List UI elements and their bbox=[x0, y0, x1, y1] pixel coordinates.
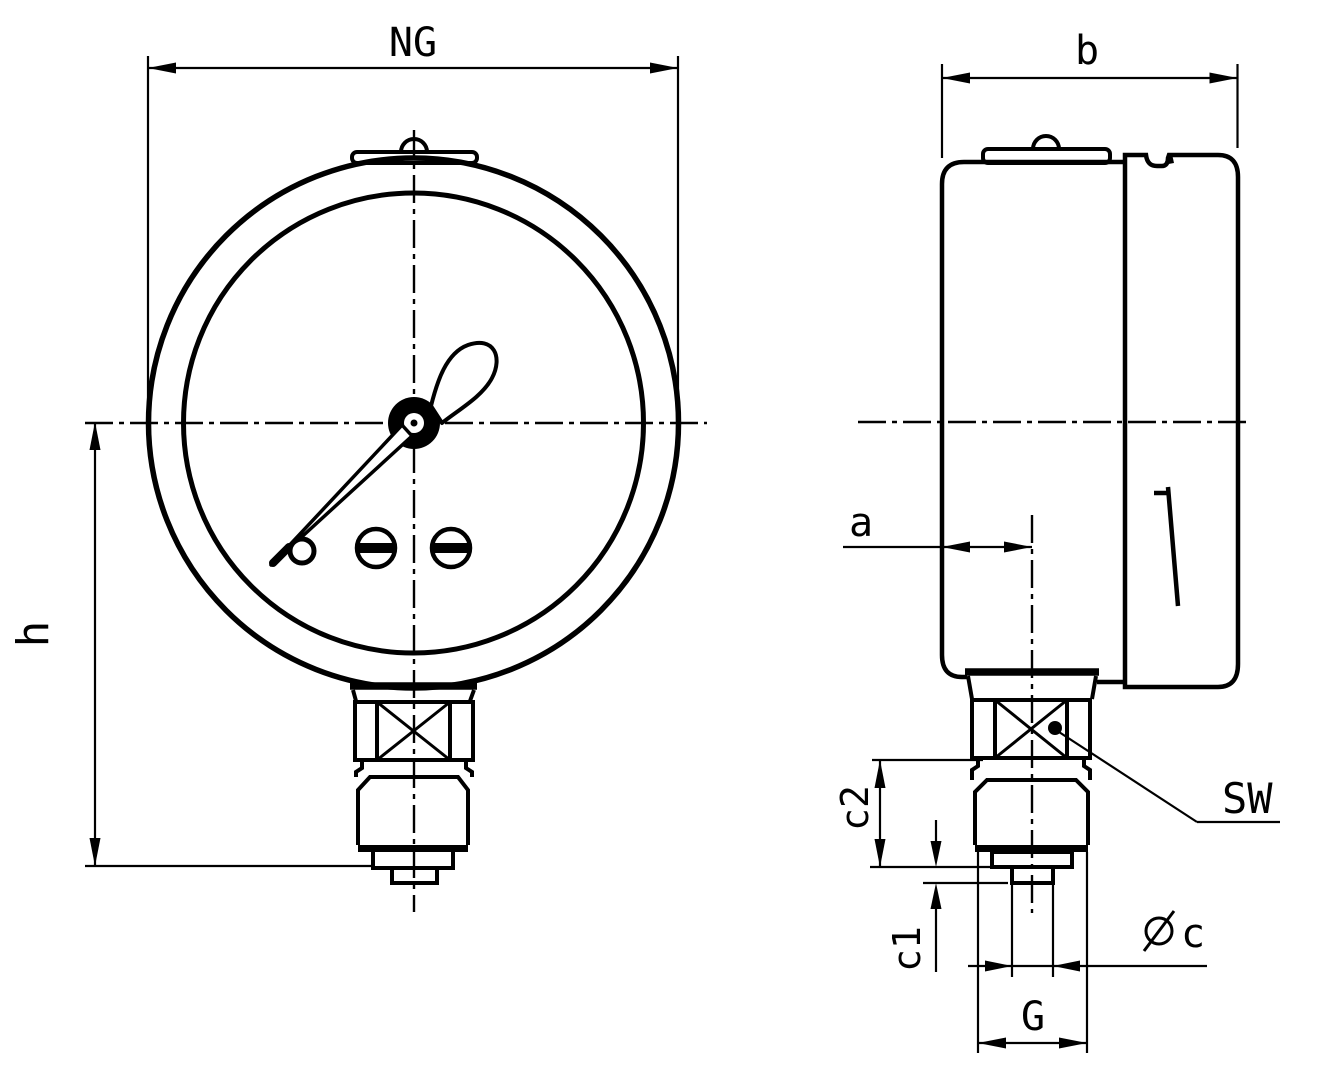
wrench-square-inner bbox=[375, 702, 452, 760]
stem-step-small bbox=[390, 866, 439, 885]
ng-label: NG bbox=[389, 20, 437, 66]
side-stem-step-small bbox=[1010, 865, 1055, 885]
side-ring-outline bbox=[1122, 152, 1241, 690]
pointer-hub-pin bbox=[410, 419, 418, 427]
dimensions: NG b h a bbox=[8, 20, 1280, 1053]
g-label: G bbox=[1021, 994, 1045, 1040]
dim-c2: c2 bbox=[833, 758, 1008, 869]
case-inner-circle bbox=[181, 190, 646, 656]
side-wrench-square-cross bbox=[994, 698, 1068, 760]
front-view bbox=[85, 130, 707, 912]
side-plug-knob bbox=[1031, 134, 1061, 150]
front-connection-stem bbox=[350, 682, 477, 885]
wrench-square bbox=[353, 700, 475, 762]
dim-a: a bbox=[843, 500, 1032, 553]
dim-h: h bbox=[8, 422, 373, 868]
h-label: h bbox=[8, 621, 59, 648]
hex-block bbox=[356, 775, 470, 845]
c2-label: c2 bbox=[833, 785, 877, 831]
neck bbox=[354, 760, 474, 777]
sw-label: SW bbox=[1222, 774, 1273, 823]
ring-notch-hook bbox=[1163, 154, 1174, 165]
side-neck bbox=[970, 758, 1092, 780]
a-label: a bbox=[849, 500, 873, 546]
diameter-symbol-icon bbox=[1142, 910, 1176, 952]
sw-leader-dot bbox=[1048, 721, 1062, 735]
ring-tick-mark bbox=[1154, 486, 1181, 607]
side-connection-stem bbox=[965, 668, 1099, 885]
side-collar-sides bbox=[966, 675, 1098, 700]
side-view bbox=[858, 134, 1248, 913]
side-wrench-square bbox=[970, 698, 1092, 760]
blowout-plug-tab bbox=[350, 150, 479, 165]
dim-g: G bbox=[976, 852, 1089, 1053]
side-plug-tab bbox=[981, 147, 1112, 165]
b-label: b bbox=[1075, 28, 1099, 74]
pointer-needle bbox=[269, 423, 414, 567]
collar-sides bbox=[351, 689, 476, 702]
side-wrench-square-inner bbox=[993, 700, 1069, 758]
c1-label: c1 bbox=[885, 926, 929, 972]
pointer-stop-pin bbox=[287, 536, 317, 566]
wrench-square-cross bbox=[376, 700, 451, 762]
blowout-plug-knob bbox=[399, 137, 429, 153]
side-case-outline bbox=[939, 159, 1125, 680]
pointer-counterweight bbox=[429, 341, 499, 425]
dia-c-label: c bbox=[1181, 911, 1205, 957]
dim-ng: NG bbox=[146, 20, 680, 418]
side-hex-block bbox=[973, 778, 1090, 845]
pointer-needle-tip bbox=[269, 543, 293, 567]
dim-dia-c: c bbox=[968, 884, 1207, 977]
sw-leader: SW bbox=[1048, 721, 1280, 824]
dim-b: b bbox=[940, 28, 1239, 158]
dim-c1: c1 bbox=[885, 820, 1008, 972]
